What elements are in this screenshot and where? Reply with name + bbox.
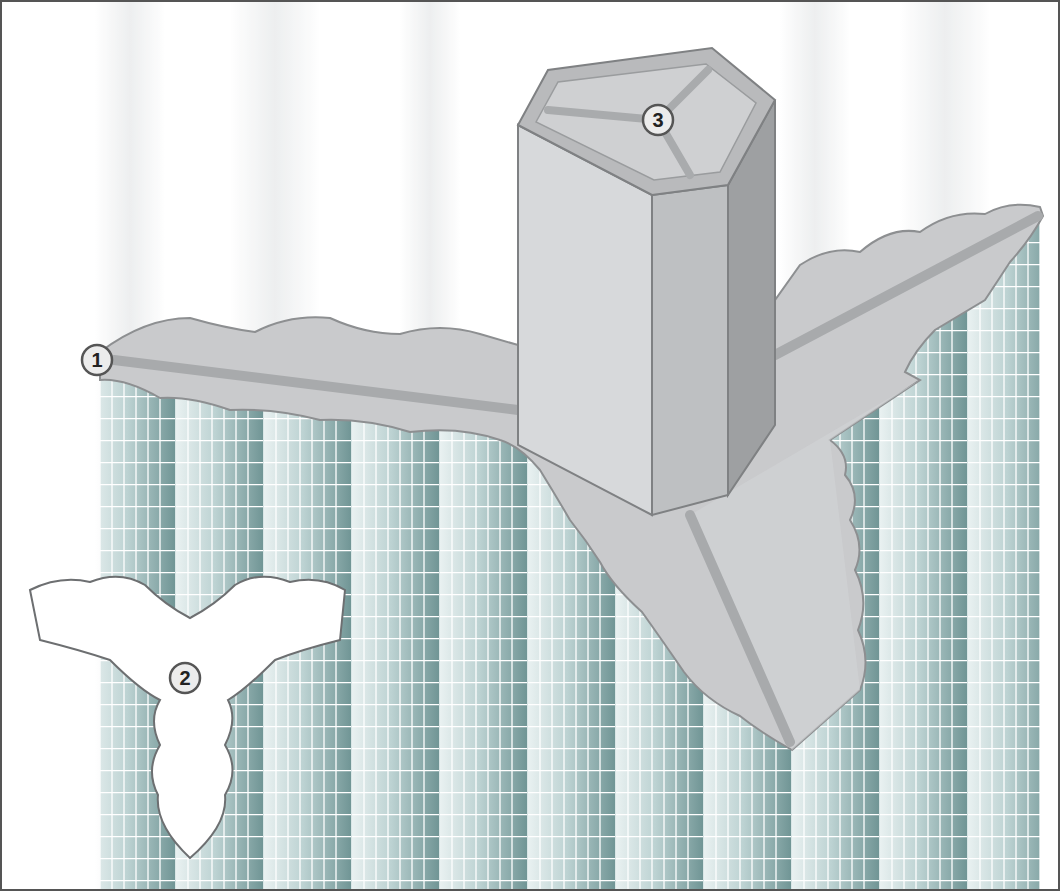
callout-number: 2	[170, 663, 200, 693]
callout-number: 3	[643, 105, 673, 135]
callout-number: 1	[82, 345, 112, 375]
